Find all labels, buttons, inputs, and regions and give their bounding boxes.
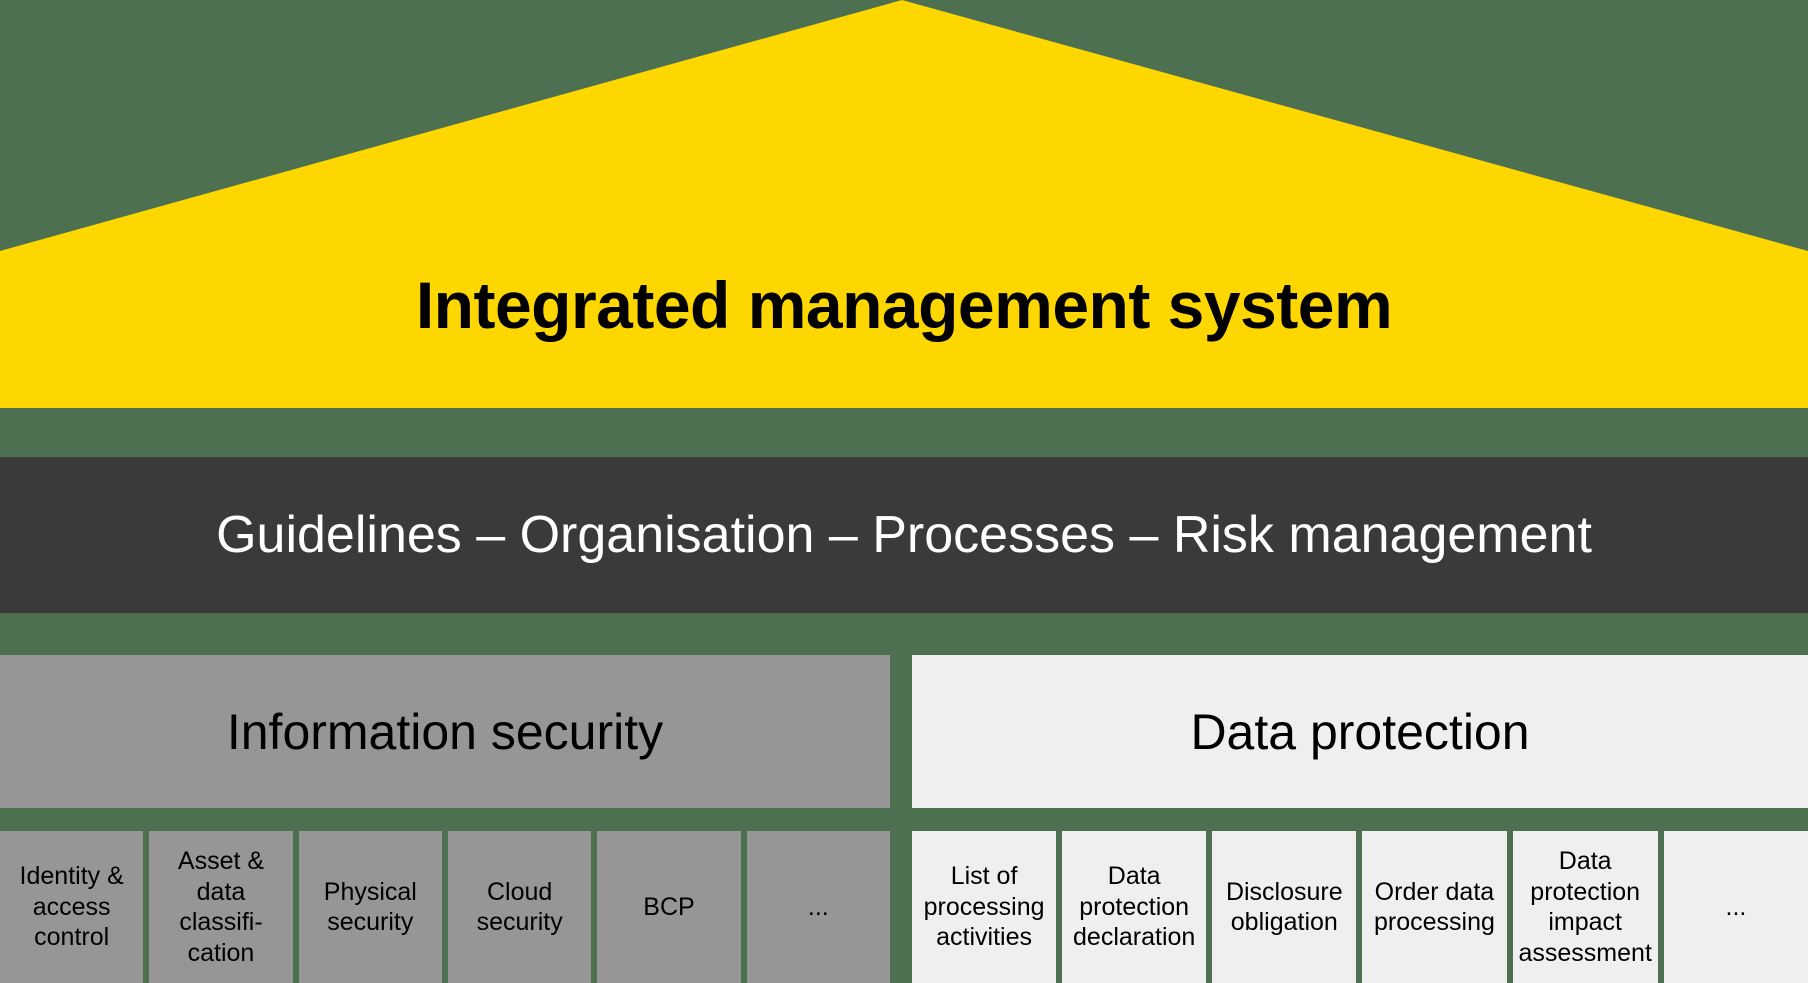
pillar-header-information-security: Information security <box>0 655 890 808</box>
pillar-item: Physical security <box>298 831 442 983</box>
pillar-item-label: Identity & access control <box>19 862 124 952</box>
roof-shape-icon <box>0 0 1808 408</box>
pillar-item: Order data processing <box>1362 831 1507 983</box>
pillar-item-label: Data protection impact assessment <box>1518 847 1652 967</box>
roof-title: Integrated management system <box>415 268 1393 342</box>
pillar-item-label: Data protection declaration <box>1073 862 1196 952</box>
pillar-item: Data protection declaration <box>1062 831 1207 983</box>
pillar-item-label: ... <box>807 892 829 921</box>
pillar-item-label: List of processing activities <box>923 862 1045 952</box>
governance-bar-label: Guidelines – Organisation – Processes – … <box>216 506 1592 564</box>
pillar-item-label: Asset & data classifi- cation <box>177 847 265 967</box>
pillar-item-label: Disclosure obligation <box>1225 877 1343 937</box>
pillar-item: ... <box>746 831 890 983</box>
pillar-header-data-protection: Data protection <box>912 655 1808 808</box>
pillar-item: Cloud security <box>447 831 592 983</box>
pillar-data-protection: Data protection List of processing activ… <box>912 655 1808 983</box>
pillar-item: Data protection impact assessment <box>1512 831 1658 983</box>
pillar-item-label: ... <box>1725 892 1747 921</box>
pillar-item-label: Physical security <box>323 877 417 937</box>
pillar-title-data-protection: Data protection <box>1190 703 1530 760</box>
pillar-item: Asset & data classifi- cation <box>149 831 293 983</box>
pillar-title-information-security: Information security <box>226 703 664 760</box>
pillar-item: Disclosure obligation <box>1212 831 1357 983</box>
roof-section: Integrated management system <box>0 0 1808 408</box>
pillar-item-label: BCP <box>643 892 695 921</box>
governance-bar: Guidelines – Organisation – Processes – … <box>0 457 1808 613</box>
pillar-item: Identity & access control <box>0 831 144 983</box>
pillar-item: ... <box>1663 831 1808 983</box>
pillar-item-label: Order data processing <box>1373 877 1495 937</box>
pillar-items-data-protection: List of processing activities Data prote… <box>912 831 1808 983</box>
pillar-item-label: Cloud security <box>476 877 563 937</box>
pillar-item: BCP <box>597 831 741 983</box>
pillar-item: List of processing activities <box>912 831 1057 983</box>
pillar-information-security: Information security Identity & access c… <box>0 655 890 983</box>
pillar-items-information-security: Identity & access control Asset & data c… <box>0 831 890 983</box>
pillars-section: Information security Identity & access c… <box>0 655 1808 983</box>
